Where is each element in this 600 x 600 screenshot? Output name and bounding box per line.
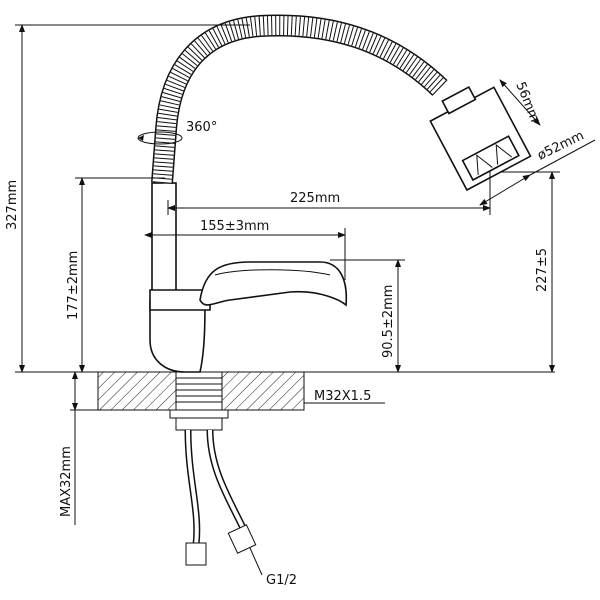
thread-label: M32X1.5 [314,389,371,404]
mounting-shank [169,371,385,431]
lever-handle [199,261,348,307]
body-height-label: 177±2mm [66,251,81,320]
rotation-symbol: 360° [137,120,217,145]
faucet-body [149,182,348,373]
outlet-height-label: 227±5 [535,248,550,292]
height-total-label: 327mm [5,180,20,230]
hose-thread-label: G1/2 [266,573,297,588]
lever-height-label: 90.5±2mm [381,285,396,358]
flexible-spout [151,14,448,184]
max-thickness-label: MAX32mm [59,446,74,517]
supply-hoses [184,429,263,576]
rotation-label: 360° [186,120,217,135]
spout-reach-label: 155±3mm [200,219,269,234]
spray-head [429,85,532,192]
head-length-label: 56mm [512,80,542,124]
reach-label: 225mm [290,191,340,206]
